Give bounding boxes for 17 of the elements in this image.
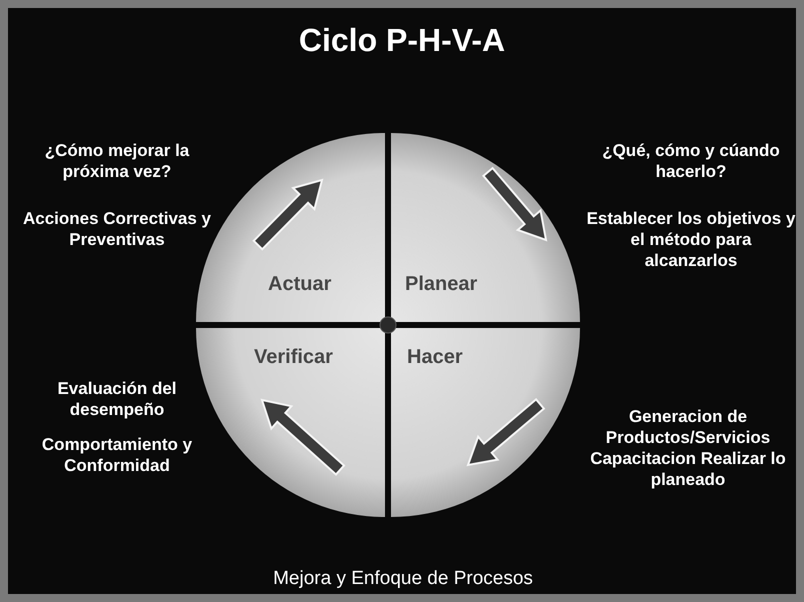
quadrant-segment xyxy=(391,328,580,517)
note-text: Establecer los objetivos y el método para alcanzarlos xyxy=(586,208,796,271)
note-text: Acciones Correctivas y Preventivas xyxy=(22,208,212,250)
quadrant-segment xyxy=(196,133,385,322)
quadrant-label: Hacer xyxy=(407,346,463,369)
note-text: Comportamiento y Conformidad xyxy=(40,434,194,476)
quadrant-segment xyxy=(196,328,385,517)
quadrant-label: Actuar xyxy=(268,273,332,296)
note-text: Evaluación del desempeño xyxy=(56,378,178,420)
title: Ciclo P-H-V-A xyxy=(298,22,506,59)
quadrant-label: Planear xyxy=(405,273,478,296)
footer-caption: Mejora y Enfoque de Procesos xyxy=(272,568,534,589)
quadrant-segment xyxy=(391,133,580,322)
quadrant-label: Verificar xyxy=(254,346,333,369)
note-text: Generacion de Productos/Servicios Capacitacion Realizar lo planeado xyxy=(589,406,787,490)
note-text: ¿Qué, cómo y cúando hacerlo? xyxy=(601,140,781,182)
note-text: ¿Cómo mejorar la próxima vez? xyxy=(44,140,190,182)
